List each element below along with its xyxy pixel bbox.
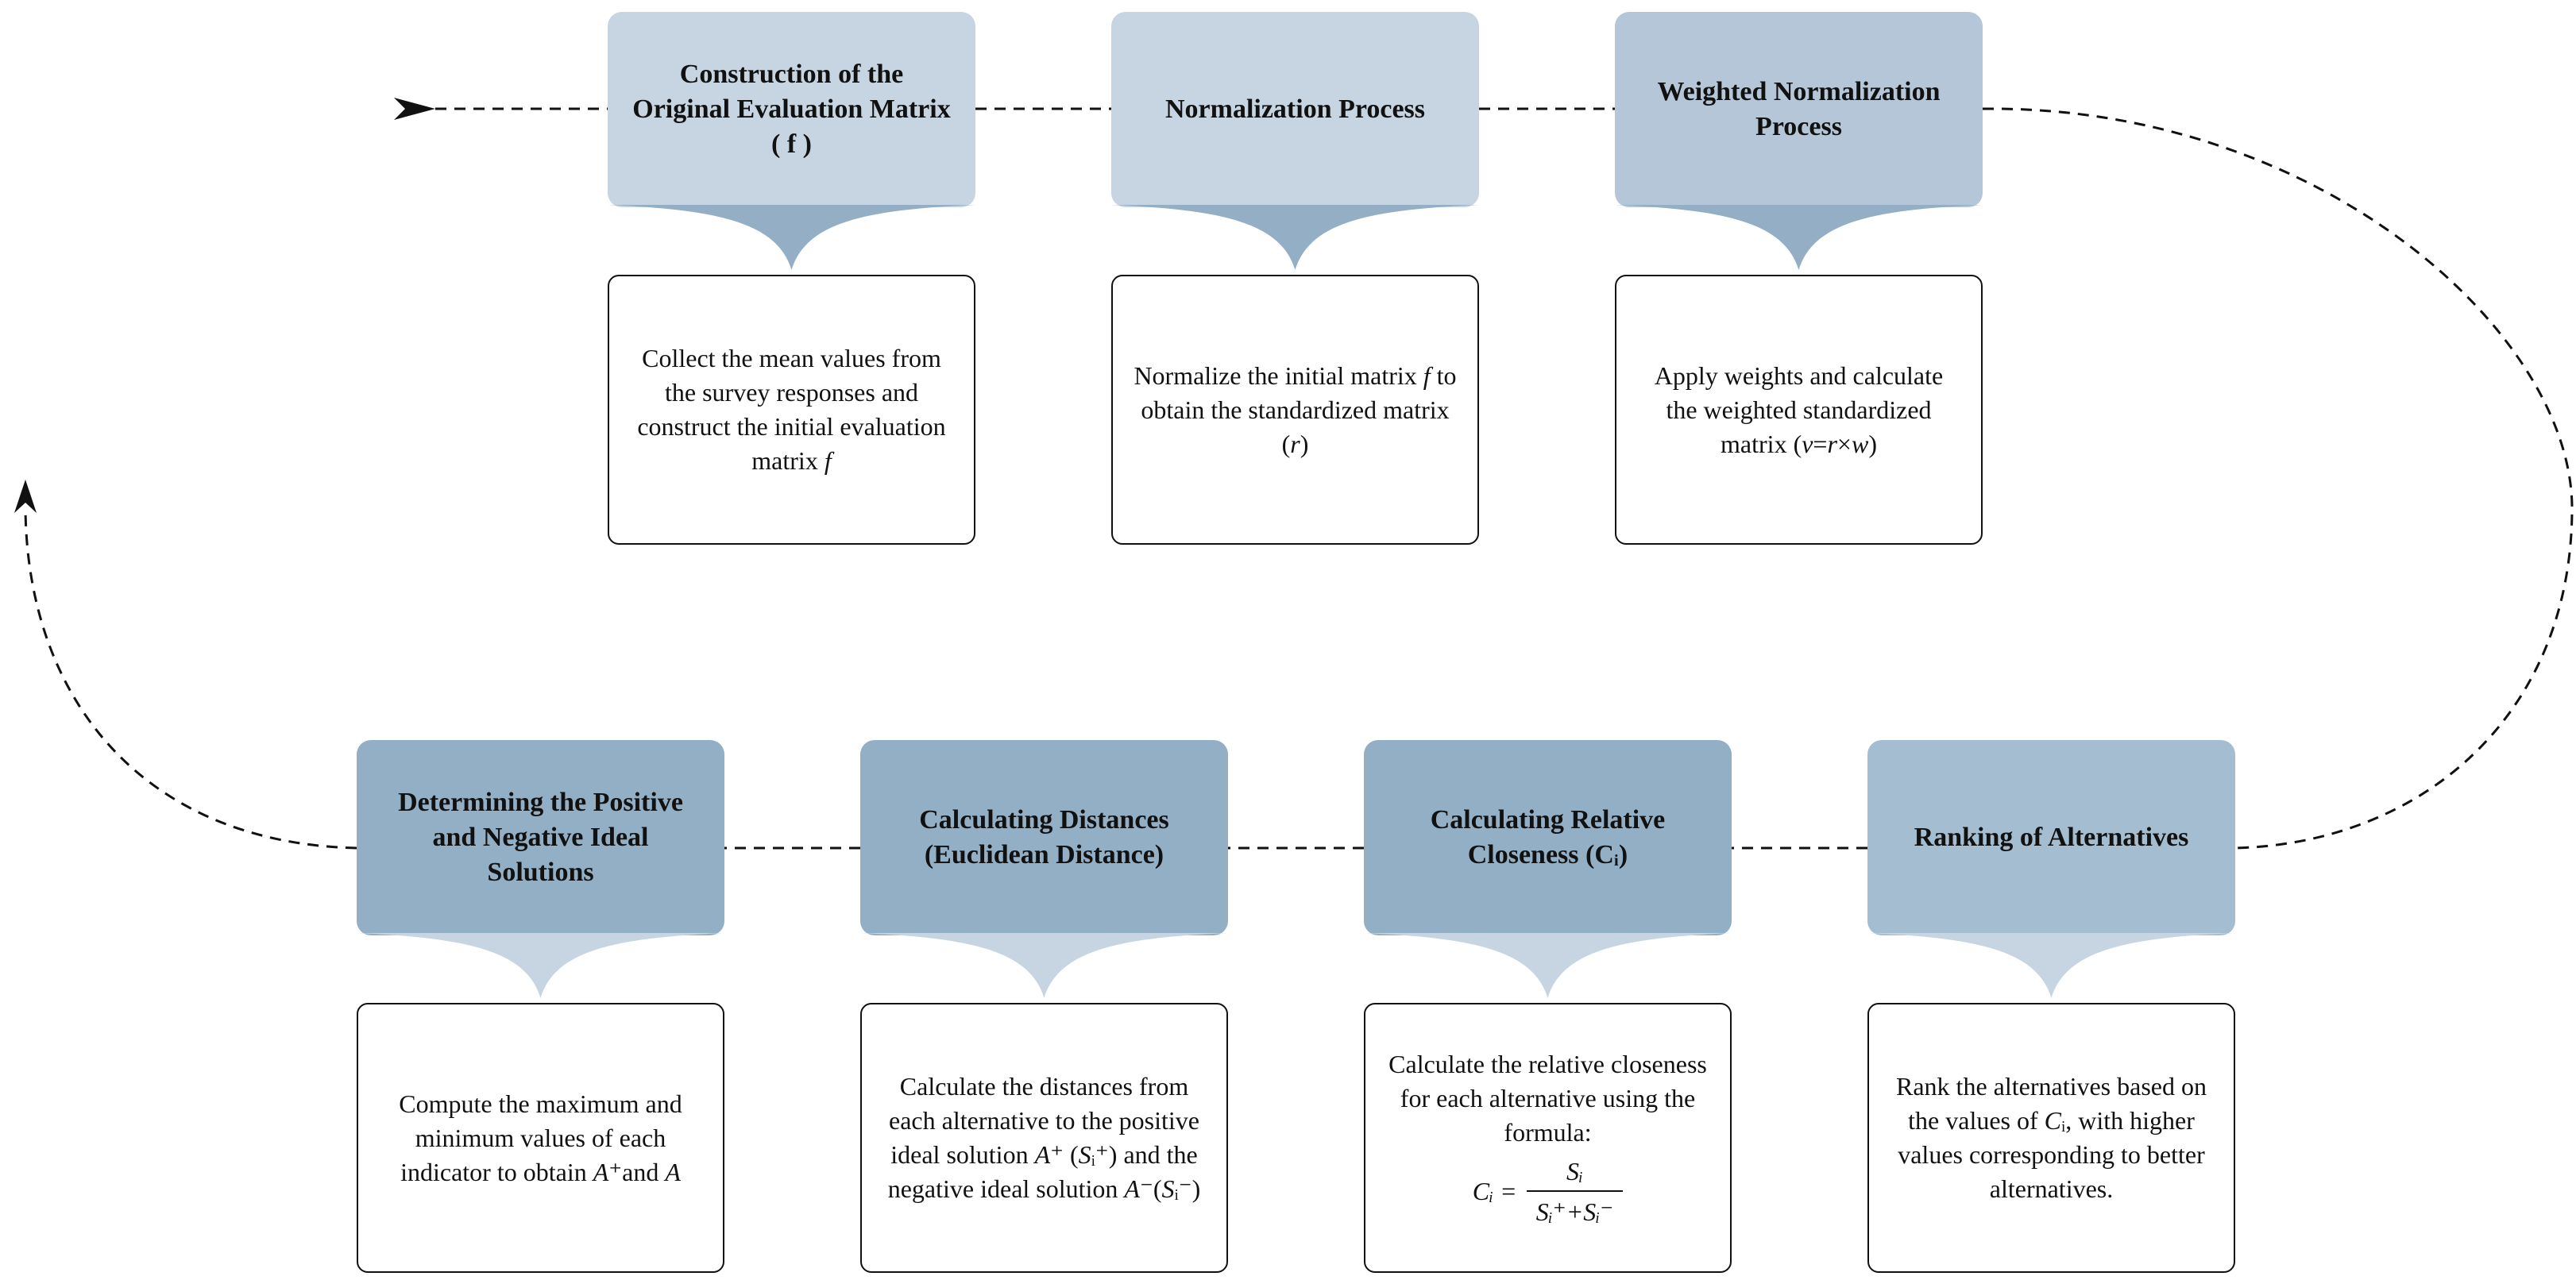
step-3-description: Apply weights and calculate the weighted… (1615, 275, 1983, 545)
connector-left-arc (24, 507, 357, 850)
arrowhead-up-icon (14, 480, 37, 513)
step-6-description: Calculate the relative closeness for eac… (1364, 1003, 1732, 1273)
closeness-formula: Cᵢ = Sᵢ Sᵢ⁺+Sᵢ⁻ (1473, 1155, 1624, 1229)
formula-denominator: Sᵢ⁺+Sᵢ⁻ (1526, 1189, 1624, 1229)
formula-fraction: Sᵢ Sᵢ⁺+Sᵢ⁻ (1526, 1155, 1624, 1229)
step-1-pointer (608, 205, 975, 270)
formula-lhs: Cᵢ = (1472, 1177, 1517, 1205)
step-5-description: Calculate the distances from each altern… (860, 1003, 1228, 1273)
step-4-title: Determining the Positive and Negative Id… (357, 740, 724, 935)
step-1-title: Construction of the Original Evaluation … (608, 12, 975, 207)
step-3-pointer (1615, 205, 1983, 270)
step-5-title: Calculating Distances (Euclidean Distanc… (860, 740, 1228, 935)
step-3-title: Weighted Normalization Process (1615, 12, 1983, 207)
arrowhead-start-icon (394, 98, 435, 120)
step-2-description: Normalize the initial matrix f to obtain… (1111, 275, 1479, 545)
step-5-pointer (860, 933, 1228, 998)
step-6-pointer (1364, 933, 1732, 998)
step-4-pointer (357, 933, 724, 998)
step-6-description-text: Calculate the relative closeness for eac… (1388, 1049, 1707, 1147)
step-1-description: Collect the mean values from the survey … (608, 275, 975, 545)
step-2-pointer (1111, 205, 1479, 270)
step-7-title: Ranking of Alternatives (1867, 740, 2235, 935)
step-7-description: Rank the alternatives based on the value… (1867, 1003, 2235, 1273)
step-4-description: Compute the maximum and minimum values o… (357, 1003, 724, 1273)
formula-numerator: Sᵢ (1566, 1156, 1584, 1186)
step-6-title: Calculating Relative Closeness (Cᵢ) (1364, 740, 1732, 935)
connector-right-arc (1982, 107, 2574, 850)
step-2-title: Normalization Process (1111, 12, 1479, 207)
step-7-pointer (1867, 933, 2235, 998)
